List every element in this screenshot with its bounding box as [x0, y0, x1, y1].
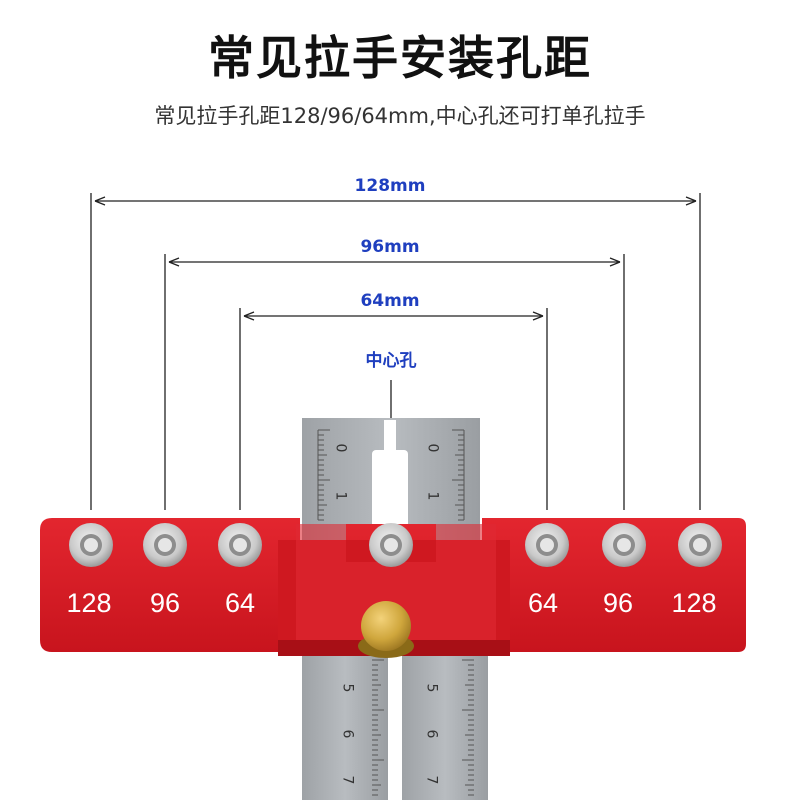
ruler-tick-1-left: 1	[332, 491, 349, 501]
bushing	[525, 523, 569, 567]
jig-label-left-96: 96	[149, 588, 181, 618]
center-hole-label: 中心孔	[365, 351, 417, 371]
ruler-tick-5-right: 5	[423, 683, 440, 693]
jig-label-left-128: 128	[66, 588, 112, 618]
ruler-tick-7-left: 7	[339, 775, 356, 785]
ruler-tick-0-right: 0	[424, 443, 441, 453]
jig-label-right-96: 96	[602, 588, 634, 618]
ruler-tick-6-left: 6	[339, 729, 356, 739]
jig-label-right-128: 128	[671, 588, 717, 618]
jig-label-left-64: 64	[224, 588, 256, 618]
ruler-tick-1-right: 1	[424, 491, 441, 501]
bushing	[678, 523, 722, 567]
bushing	[143, 523, 187, 567]
bushing	[369, 523, 413, 567]
bushing	[69, 523, 113, 567]
page-title: 常见拉手安装孔距	[208, 31, 592, 85]
bushing	[602, 523, 646, 567]
drill-bushings	[69, 523, 722, 567]
ruler-tick-0-left: 0	[332, 443, 349, 453]
ruler-tick-5-left: 5	[339, 683, 356, 693]
page-subtitle: 常见拉手孔距128/96/64mm,中心孔还可打单孔拉手	[154, 104, 646, 128]
ruler-lower	[302, 650, 488, 800]
lock-knob	[358, 601, 414, 658]
dimension-128-label: 128mm	[290, 176, 490, 196]
ruler-tick-7-right: 7	[423, 775, 440, 785]
bushing	[218, 523, 262, 567]
ruler-tick-6-right: 6	[423, 729, 440, 739]
dimension-96-label: 96mm	[290, 237, 490, 257]
jig-label-right-64: 64	[527, 588, 559, 618]
jig-body	[40, 518, 746, 656]
dimension-64-label: 64mm	[290, 291, 490, 311]
